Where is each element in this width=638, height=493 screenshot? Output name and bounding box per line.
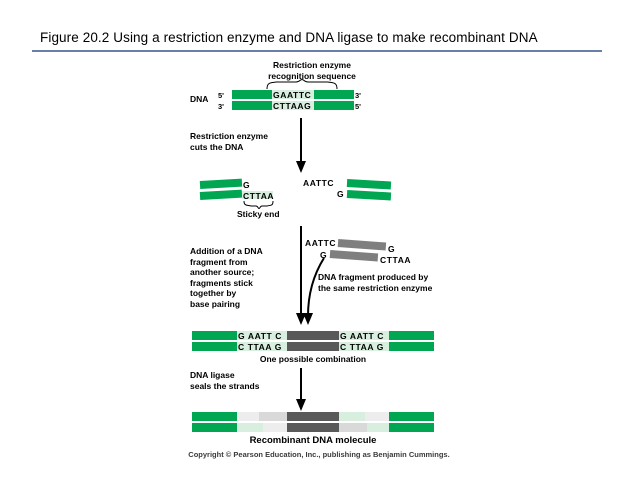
cut-step-label-line1: Restriction enzyme xyxy=(190,131,268,141)
combination-bottom-lightgreen-left xyxy=(237,342,287,351)
combination-top-lightgreen-right xyxy=(339,331,389,340)
ligase-label-line2: seals the strands xyxy=(190,380,260,391)
recombinant-top-fade-right-b xyxy=(365,412,389,421)
recognition-sequence-caption-line1: Restriction enzyme xyxy=(273,60,351,70)
addition-label-line1: Addition of a DNA xyxy=(190,246,263,256)
cut-step-arrow xyxy=(296,118,306,173)
combination-top-gray-insert xyxy=(287,331,339,340)
recombinant-top-green-right xyxy=(389,412,434,421)
top-strand-3prime-right: 3' xyxy=(355,91,361,100)
bottom-strand-3prime-left: 3' xyxy=(218,102,224,111)
dna-bottom-recognition-segment xyxy=(272,101,314,110)
foreign-fragment-caption-line2: the same restriction enzyme xyxy=(318,282,433,293)
addition-step-arrow xyxy=(296,226,306,325)
page-title: Figure 20.2 Using a restriction enzyme a… xyxy=(40,30,538,45)
combination-top-green-left xyxy=(192,331,237,340)
right-fragment-bottom-base: G xyxy=(337,189,345,199)
recombinant-bottom-fade-right-a xyxy=(339,423,367,432)
sticky-end-label: Sticky end xyxy=(237,209,280,219)
recombinant-molecule-caption: Recombinant DNA molecule xyxy=(249,435,377,446)
combination-caption: One possible combination xyxy=(259,354,367,364)
recombinant-bottom-fade-right-b xyxy=(367,423,389,432)
recognition-sequence-brace xyxy=(266,78,338,90)
left-fragment-bottom-strand xyxy=(199,189,243,200)
addition-label-line5: together by xyxy=(190,288,237,298)
foreign-fragment-top-strand xyxy=(337,239,387,251)
recognition-sequence-caption-line2: recognition sequence xyxy=(268,70,356,81)
dna-top-strand-right-segment xyxy=(314,90,354,99)
addition-label-line3: another source; xyxy=(190,267,255,277)
combination-top-sequence-left: G AATT C xyxy=(238,331,282,341)
recombinant-top-green-left xyxy=(192,412,237,421)
foreign-fragment-bottom-right-bases: CTTAA xyxy=(380,255,412,265)
copyright-notice: Copyright © Pearson Education, Inc., pub… xyxy=(188,450,450,459)
cut-step-label-line2: cuts the DNA xyxy=(190,141,244,152)
dna-bottom-strand-right-segment xyxy=(314,101,354,110)
right-fragment-top-bases: AATTC xyxy=(303,178,335,188)
top-strand-5prime-left: 5' xyxy=(218,91,224,100)
addition-label-line6: base pairing xyxy=(190,298,241,309)
combination-bottom-gray-insert xyxy=(287,342,339,351)
ligase-step-arrow xyxy=(296,368,306,411)
addition-label-line2: fragment from xyxy=(190,256,248,267)
combination-bottom-lightgreen-right xyxy=(339,342,389,351)
dna-bottom-strand-left-segment xyxy=(232,101,272,110)
addition-label-line4: fragments stick xyxy=(190,277,253,288)
recombinant-bottom-fade-left-a xyxy=(237,423,263,432)
bottom-recognition-sequence-text: CTTAAG xyxy=(273,101,312,111)
combination-bottom-green-left xyxy=(192,342,237,351)
sticky-end-brace xyxy=(243,200,274,210)
left-fragment-top-strand xyxy=(199,178,243,189)
dna-top-strand-left-segment xyxy=(232,90,272,99)
recombinant-bottom-green-right xyxy=(389,423,434,432)
dna-molecule-label: DNA xyxy=(190,93,209,104)
combination-bottom-sequence-right: C TTAA G xyxy=(340,342,384,352)
recombinant-bottom-fade-left-b xyxy=(263,423,287,432)
foreign-fragment-top-left-bases: AATTC xyxy=(305,238,337,248)
left-fragment-top-base: G xyxy=(243,180,251,190)
combination-bottom-sequence-left: C TTAA G xyxy=(238,342,282,352)
right-fragment-bottom-strand xyxy=(346,190,392,201)
combination-bottom-green-right xyxy=(389,342,434,351)
recombinant-bottom-green-left xyxy=(192,423,237,432)
foreign-fragment-curved-arrow xyxy=(303,257,325,325)
combination-top-lightgreen-left xyxy=(237,331,287,340)
recombinant-top-fade-left-a xyxy=(237,412,259,421)
left-fragment-bottom-bases: CTTAA xyxy=(243,190,275,201)
left-fragment-sticky-overhang xyxy=(242,191,273,199)
ligase-label-line1: DNA ligase xyxy=(190,370,235,380)
foreign-fragment-caption-line1: DNA fragment produced by xyxy=(318,272,429,282)
right-fragment-top-strand xyxy=(346,179,392,190)
recombinant-top-fade-left-b xyxy=(259,412,287,421)
title-underline-rule xyxy=(32,50,602,52)
recombinant-top-fade-right-a xyxy=(339,412,365,421)
recombinant-bottom-gray-insert xyxy=(287,423,339,432)
recombinant-top-gray-insert xyxy=(287,412,339,421)
top-recognition-sequence-text: GAATTC xyxy=(273,90,312,100)
dna-top-recognition-segment xyxy=(272,90,314,99)
foreign-fragment-bottom-left-base: G xyxy=(320,250,328,260)
combination-top-green-right xyxy=(389,331,434,340)
foreign-fragment-top-right-base: G xyxy=(388,243,396,254)
bottom-strand-5prime-right: 5' xyxy=(355,102,361,111)
combination-top-sequence-right: G AATT C xyxy=(340,331,384,341)
foreign-fragment-bottom-strand xyxy=(329,250,379,262)
